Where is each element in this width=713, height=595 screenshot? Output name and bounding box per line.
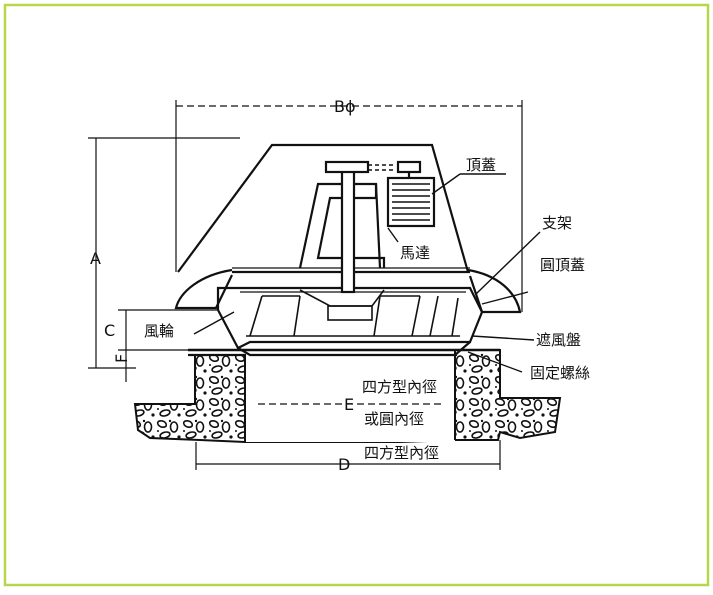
label-e-square: 四方型內徑 — [362, 378, 437, 396]
label-impeller: 風輪 — [144, 322, 174, 340]
dim-label-e: E — [344, 395, 354, 414]
dim-label-a: A — [90, 249, 101, 268]
dim-label-c: C — [104, 321, 115, 340]
label-bracket: 支架 — [542, 214, 572, 232]
dim-label-b: Bϕ — [334, 97, 356, 116]
round-top-cover-left — [174, 268, 233, 310]
ventilator — [174, 143, 522, 357]
label-e-round: 或圓內徑 — [364, 410, 424, 428]
label-top-cover: 頂蓋 — [466, 156, 496, 174]
label-motor: 馬達 — [400, 244, 430, 262]
impeller-blades — [246, 289, 460, 337]
label-round-top-cover: 圓頂蓋 — [540, 256, 585, 274]
wind-shield-shape — [216, 286, 484, 350]
dim-label-d: D — [338, 455, 350, 474]
motor-shape — [386, 160, 436, 228]
round-top-cover-right — [467, 268, 522, 314]
top-cover-shape — [177, 143, 470, 273]
pulley-left — [324, 160, 370, 174]
concrete-base — [133, 349, 562, 443]
frame-border — [3, 3, 710, 587]
label-fixing-screw: 固定螺絲 — [530, 364, 590, 382]
dim-label-f: F — [112, 354, 131, 363]
label-wind-shield: 遮風盤 — [536, 331, 581, 349]
dimension-lines — [88, 100, 523, 470]
shaft — [340, 162, 356, 294]
label-d-square: 四方型內徑 — [364, 444, 439, 462]
leader-lines — [193, 173, 541, 373]
